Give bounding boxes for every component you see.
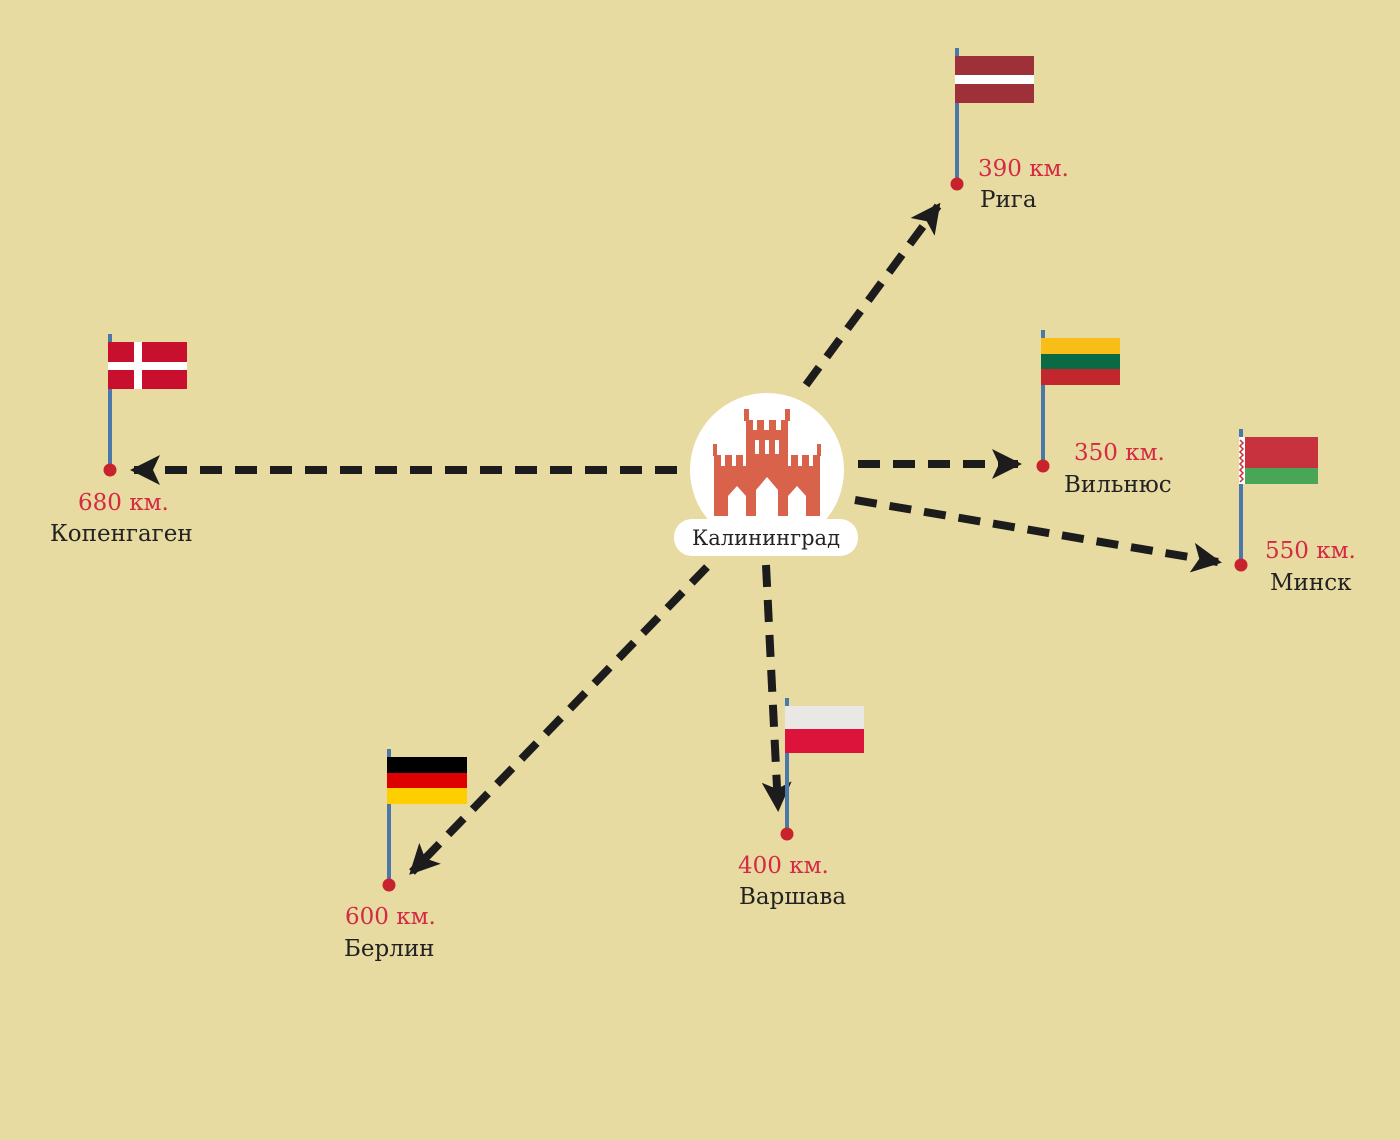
map-pin — [103, 463, 117, 477]
castle-gates — [728, 440, 806, 516]
flag-pole — [785, 698, 789, 834]
lithuania-flag-icon — [1041, 338, 1120, 385]
distance-label-riga: 390 км. — [978, 156, 1069, 182]
destination-berlin — [382, 749, 467, 892]
belarus-flag-icon — [1238, 437, 1318, 484]
arrows — [130, 202, 1222, 875]
poland-flag-icon — [785, 706, 864, 753]
flag-pole — [108, 334, 112, 470]
distance-label-vilnius: 350 км. — [1074, 440, 1165, 466]
distance-label-minsk: 550 км. — [1265, 538, 1356, 564]
flag-pole — [387, 749, 391, 885]
denmark-flag-icon — [108, 342, 187, 389]
map-pin — [950, 177, 964, 191]
destination-warsaw — [780, 698, 864, 841]
center-city-label: Калининград — [674, 519, 858, 556]
flag-pole — [955, 48, 959, 184]
arrow-to-warsaw — [761, 564, 792, 812]
destination-vilnius — [1036, 330, 1120, 473]
city-label-copenhagen: Копенгаген — [50, 521, 193, 547]
flag-pole — [1239, 429, 1243, 565]
city-label-warsaw: Варшава — [739, 884, 847, 910]
city-label-minsk: Минск — [1270, 570, 1352, 596]
arrow-to-minsk — [854, 496, 1222, 573]
map-pin — [1234, 558, 1248, 572]
map-pin — [780, 827, 794, 841]
center-node — [690, 393, 844, 547]
arrow-to-riga — [802, 202, 942, 388]
city-label-berlin: Берлин — [344, 936, 435, 962]
city-label-vilnius: Вильнюс — [1064, 472, 1172, 498]
map-pin — [382, 878, 396, 892]
destination-riga — [950, 48, 1034, 191]
germany-flag-icon — [387, 757, 467, 804]
destination-minsk — [1234, 429, 1318, 572]
flag-pole — [1041, 330, 1045, 466]
arrow-to-berlin — [409, 564, 710, 875]
latvia-flag-icon — [955, 56, 1034, 103]
map-pin — [1036, 459, 1050, 473]
distance-label-berlin: 600 км. — [345, 904, 436, 930]
distance-label-warsaw: 400 км. — [738, 853, 829, 879]
destination-copenhagen — [103, 334, 187, 477]
city-label-riga: Рига — [980, 187, 1037, 213]
distance-label-copenhagen: 680 км. — [78, 490, 169, 516]
